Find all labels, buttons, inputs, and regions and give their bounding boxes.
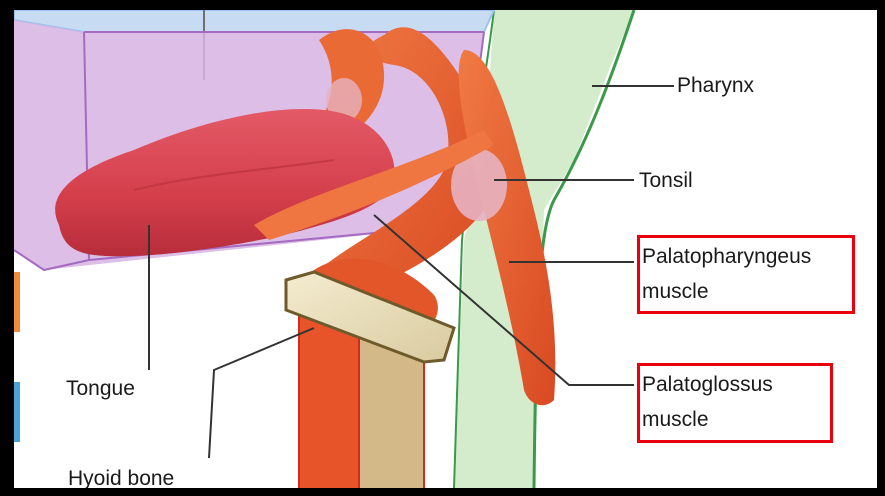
label-palatoglossus-line2: muscle xyxy=(642,406,709,433)
label-palatopharyngeus-line1: Palatopharyngeus xyxy=(642,243,811,270)
label-tongue: Tongue xyxy=(66,375,135,402)
label-hyoid-bone: Hyoid bone xyxy=(68,465,174,488)
label-pharynx: Pharynx xyxy=(677,72,754,99)
label-palatopharyngeus-line2: muscle xyxy=(642,278,709,305)
blue-box xyxy=(14,10,494,32)
label-palatoglossus-line1: Palatoglossus xyxy=(642,371,773,398)
label-tonsil: Tonsil xyxy=(639,167,693,194)
hyoid-muscle-column xyxy=(299,315,359,488)
anatomy-diagram: Pharynx Tonsil Palatopharyngeus muscle P… xyxy=(14,10,877,488)
